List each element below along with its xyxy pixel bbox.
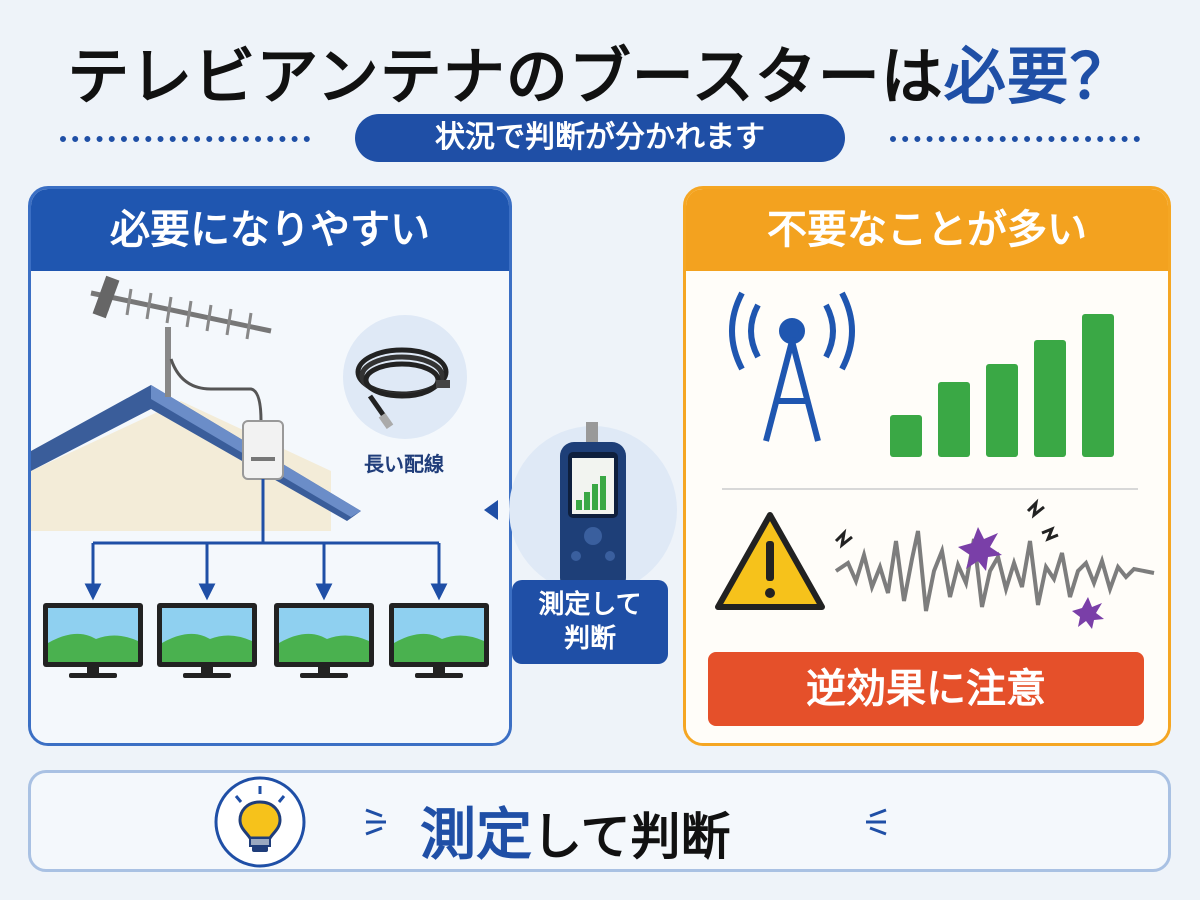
measure-badge-line1: 測定して: [538, 590, 642, 620]
tv-icon: [157, 603, 257, 678]
conclusion-text: 測定して判断: [420, 790, 840, 868]
noise-burst-icon: [958, 527, 1002, 571]
measure-badge-line2: 判断: [563, 624, 616, 654]
page-title: テレビアンテナのブースターは必要？: [0, 26, 1200, 116]
noise-burst-icon: [1072, 597, 1104, 629]
broadcast-tower-icon: [729, 291, 855, 442]
distribution-lines: [84, 541, 448, 601]
house-roof: [31, 385, 361, 521]
conclusion-rest: して判断: [532, 808, 731, 866]
signal-meter-illustration: [484, 422, 702, 594]
signal-bar: [1082, 314, 1114, 457]
signal-bar: [1034, 340, 1066, 457]
right-panel-illustration: [715, 291, 1155, 629]
right-panel-heading: 不要なことが多い: [686, 189, 1168, 271]
coiled-cable-icon: [343, 315, 467, 439]
tv-icon: [389, 603, 489, 678]
arrow-left-icon: [484, 500, 498, 520]
conclusion-bar: [28, 770, 1171, 872]
signal-bar: [938, 382, 970, 457]
conclusion-emphasis: 測定: [420, 803, 532, 868]
tv-icon: [274, 603, 374, 678]
cable-label: 長い配線: [364, 452, 444, 476]
sparkle-right-icon: [866, 808, 887, 836]
dotted-divider-left: [60, 136, 310, 142]
title-accent: 必要？: [943, 40, 1133, 113]
house-wall: [31, 401, 331, 531]
counter-effect-warning: 逆効果に注意: [708, 652, 1144, 726]
tv-icon: [43, 603, 143, 678]
meter-icon: [560, 422, 626, 592]
sparkle-left-icon: [365, 808, 386, 836]
booster-icon: [242, 420, 284, 543]
lightbulb-icon: [214, 776, 306, 868]
noise-waveform: [834, 530, 1155, 612]
dotted-divider-right: [890, 136, 1140, 142]
title-prefix: テレビアンテナのブースターは: [67, 40, 944, 113]
subtitle-pill: 状況で判断が分かれます: [355, 114, 845, 162]
measure-badge: 測定して 判断: [512, 580, 668, 664]
antenna-cable: [169, 358, 263, 422]
signal-bar: [890, 415, 922, 457]
left-panel-heading: 必要になりやすい: [31, 189, 509, 271]
antenna-icon: [90, 275, 272, 397]
signal-strength-bars: [890, 314, 1114, 457]
signal-bar: [986, 364, 1018, 457]
zap-marks-icon: [834, 498, 1059, 549]
warning-icon: [715, 512, 825, 610]
house-illustration: [31, 275, 489, 678]
